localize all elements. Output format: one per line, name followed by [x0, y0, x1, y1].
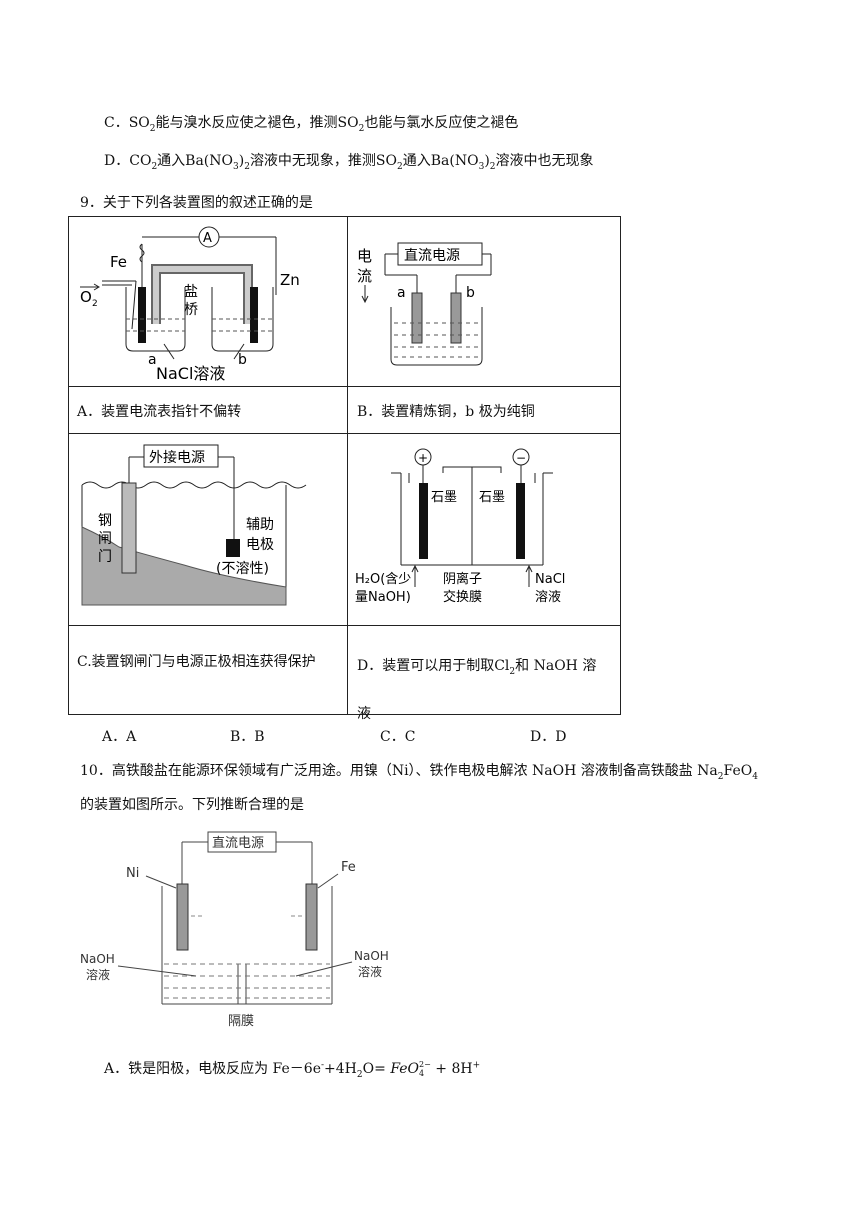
svg-text:b: b: [466, 285, 475, 301]
svg-text:H₂O(含少: H₂O(含少: [355, 571, 411, 587]
svg-text:流: 流: [357, 267, 372, 285]
svg-text:O: O: [80, 288, 92, 306]
q9-stem: 9．关于下列各装置图的叙述正确的是: [80, 195, 313, 211]
svg-text:NaCl溶液: NaCl溶液: [156, 364, 225, 383]
svg-text:b: b: [238, 352, 247, 368]
svg-text:量NaOH): 量NaOH): [355, 590, 411, 605]
svg-text:闸: 闸: [98, 531, 112, 547]
svg-text:门: 门: [98, 549, 112, 565]
choice-b[interactable]: B．B: [230, 729, 265, 745]
choice-a[interactable]: A．A: [102, 729, 137, 745]
choice-d[interactable]: D．D: [530, 729, 567, 745]
svg-text:−: −: [516, 451, 526, 465]
svg-text:石墨: 石墨: [479, 490, 505, 505]
svg-text:2: 2: [92, 299, 98, 309]
svg-text:石墨: 石墨: [431, 490, 457, 505]
svg-text:阴离子: 阴离子: [443, 571, 482, 587]
svg-text:溶液: 溶液: [535, 590, 561, 605]
svg-text:NaOH: NaOH: [354, 949, 389, 963]
svg-text:NaOH: NaOH: [80, 952, 115, 966]
q9-table: A Fe Zn 盐 桥 O 2 a b NaCl溶液 电 流 直: [68, 216, 621, 722]
svg-text:辅助: 辅助: [246, 517, 274, 533]
svg-text:隔膜: 隔膜: [228, 1014, 254, 1029]
svg-text:直流电源: 直流电源: [212, 836, 264, 851]
svg-text:a: a: [397, 285, 406, 301]
q10-stem-line2: 的装置如图所示。下列推断合理的是: [80, 797, 304, 813]
figure-galvanic-cell: A Fe Zn 盐 桥 O 2 a b NaCl溶液: [80, 226, 300, 383]
svg-text:直流电源: 直流电源: [404, 247, 460, 264]
figure-cathodic-protection: 外接电源 钢 闸 门 辅助 电极 (不溶性): [81, 444, 307, 606]
q8-option-d: D．CO2通入Ba(NO3)2溶液中无现象，推测SO2通入Ba(NO3)2溶液中…: [104, 153, 594, 172]
svg-text:桥: 桥: [184, 302, 198, 318]
q9-cell-b: B．装置精炼铜，b 极为纯铜: [357, 404, 535, 420]
figure-electrolysis-refining: 电 流 直流电源 a b: [357, 242, 492, 366]
svg-text:Fe: Fe: [110, 253, 127, 271]
figure-chloralkali-cell: + − 石墨 石墨 H₂O(含少 量NaOH) 阴离子 交换膜 NaCl 溶液: [355, 448, 565, 605]
svg-text:钢: 钢: [98, 513, 112, 529]
q9-cell-a: A．装置电流表指针不偏转: [77, 404, 242, 420]
q9-cell-d: D．装置可以用于制取Cl2和 NaOH 溶 液: [357, 658, 597, 722]
svg-text:Fe: Fe: [341, 860, 356, 875]
svg-text:NaCl: NaCl: [535, 572, 565, 587]
figure-ferrate-electrolysis: 直流电源 Ni Fe NaOH 溶液 NaOH 溶液 隔膜: [80, 831, 389, 1029]
svg-text:+: +: [418, 451, 428, 465]
svg-text:Ni: Ni: [126, 866, 139, 881]
svg-text:盐: 盐: [184, 284, 198, 300]
svg-text:电极: 电极: [246, 537, 274, 553]
svg-text:溶液: 溶液: [86, 967, 110, 982]
q9-cell-c: C.装置钢闸门与电源正极相连获得保护: [77, 654, 316, 670]
q8-option-c: C．SO2能与溴水反应使之褪色，推测SO2也能与氯水反应使之褪色: [104, 115, 519, 134]
svg-text:交换膜: 交换膜: [443, 589, 482, 605]
svg-text:电: 电: [357, 247, 372, 265]
svg-text:外接电源: 外接电源: [149, 449, 205, 466]
choice-c[interactable]: C．C: [380, 729, 416, 745]
svg-text:a: a: [148, 352, 157, 368]
svg-text:(不溶性): (不溶性): [216, 561, 269, 577]
ammeter-label: A: [203, 231, 212, 246]
svg-text:溶液: 溶液: [358, 964, 382, 979]
svg-text:Zn: Zn: [280, 271, 300, 289]
q10-stem-line1: 10．高铁酸盐在能源环保领域有广泛用途。用镍（Ni）、铁作电极电解浓 NaOH …: [80, 763, 758, 782]
